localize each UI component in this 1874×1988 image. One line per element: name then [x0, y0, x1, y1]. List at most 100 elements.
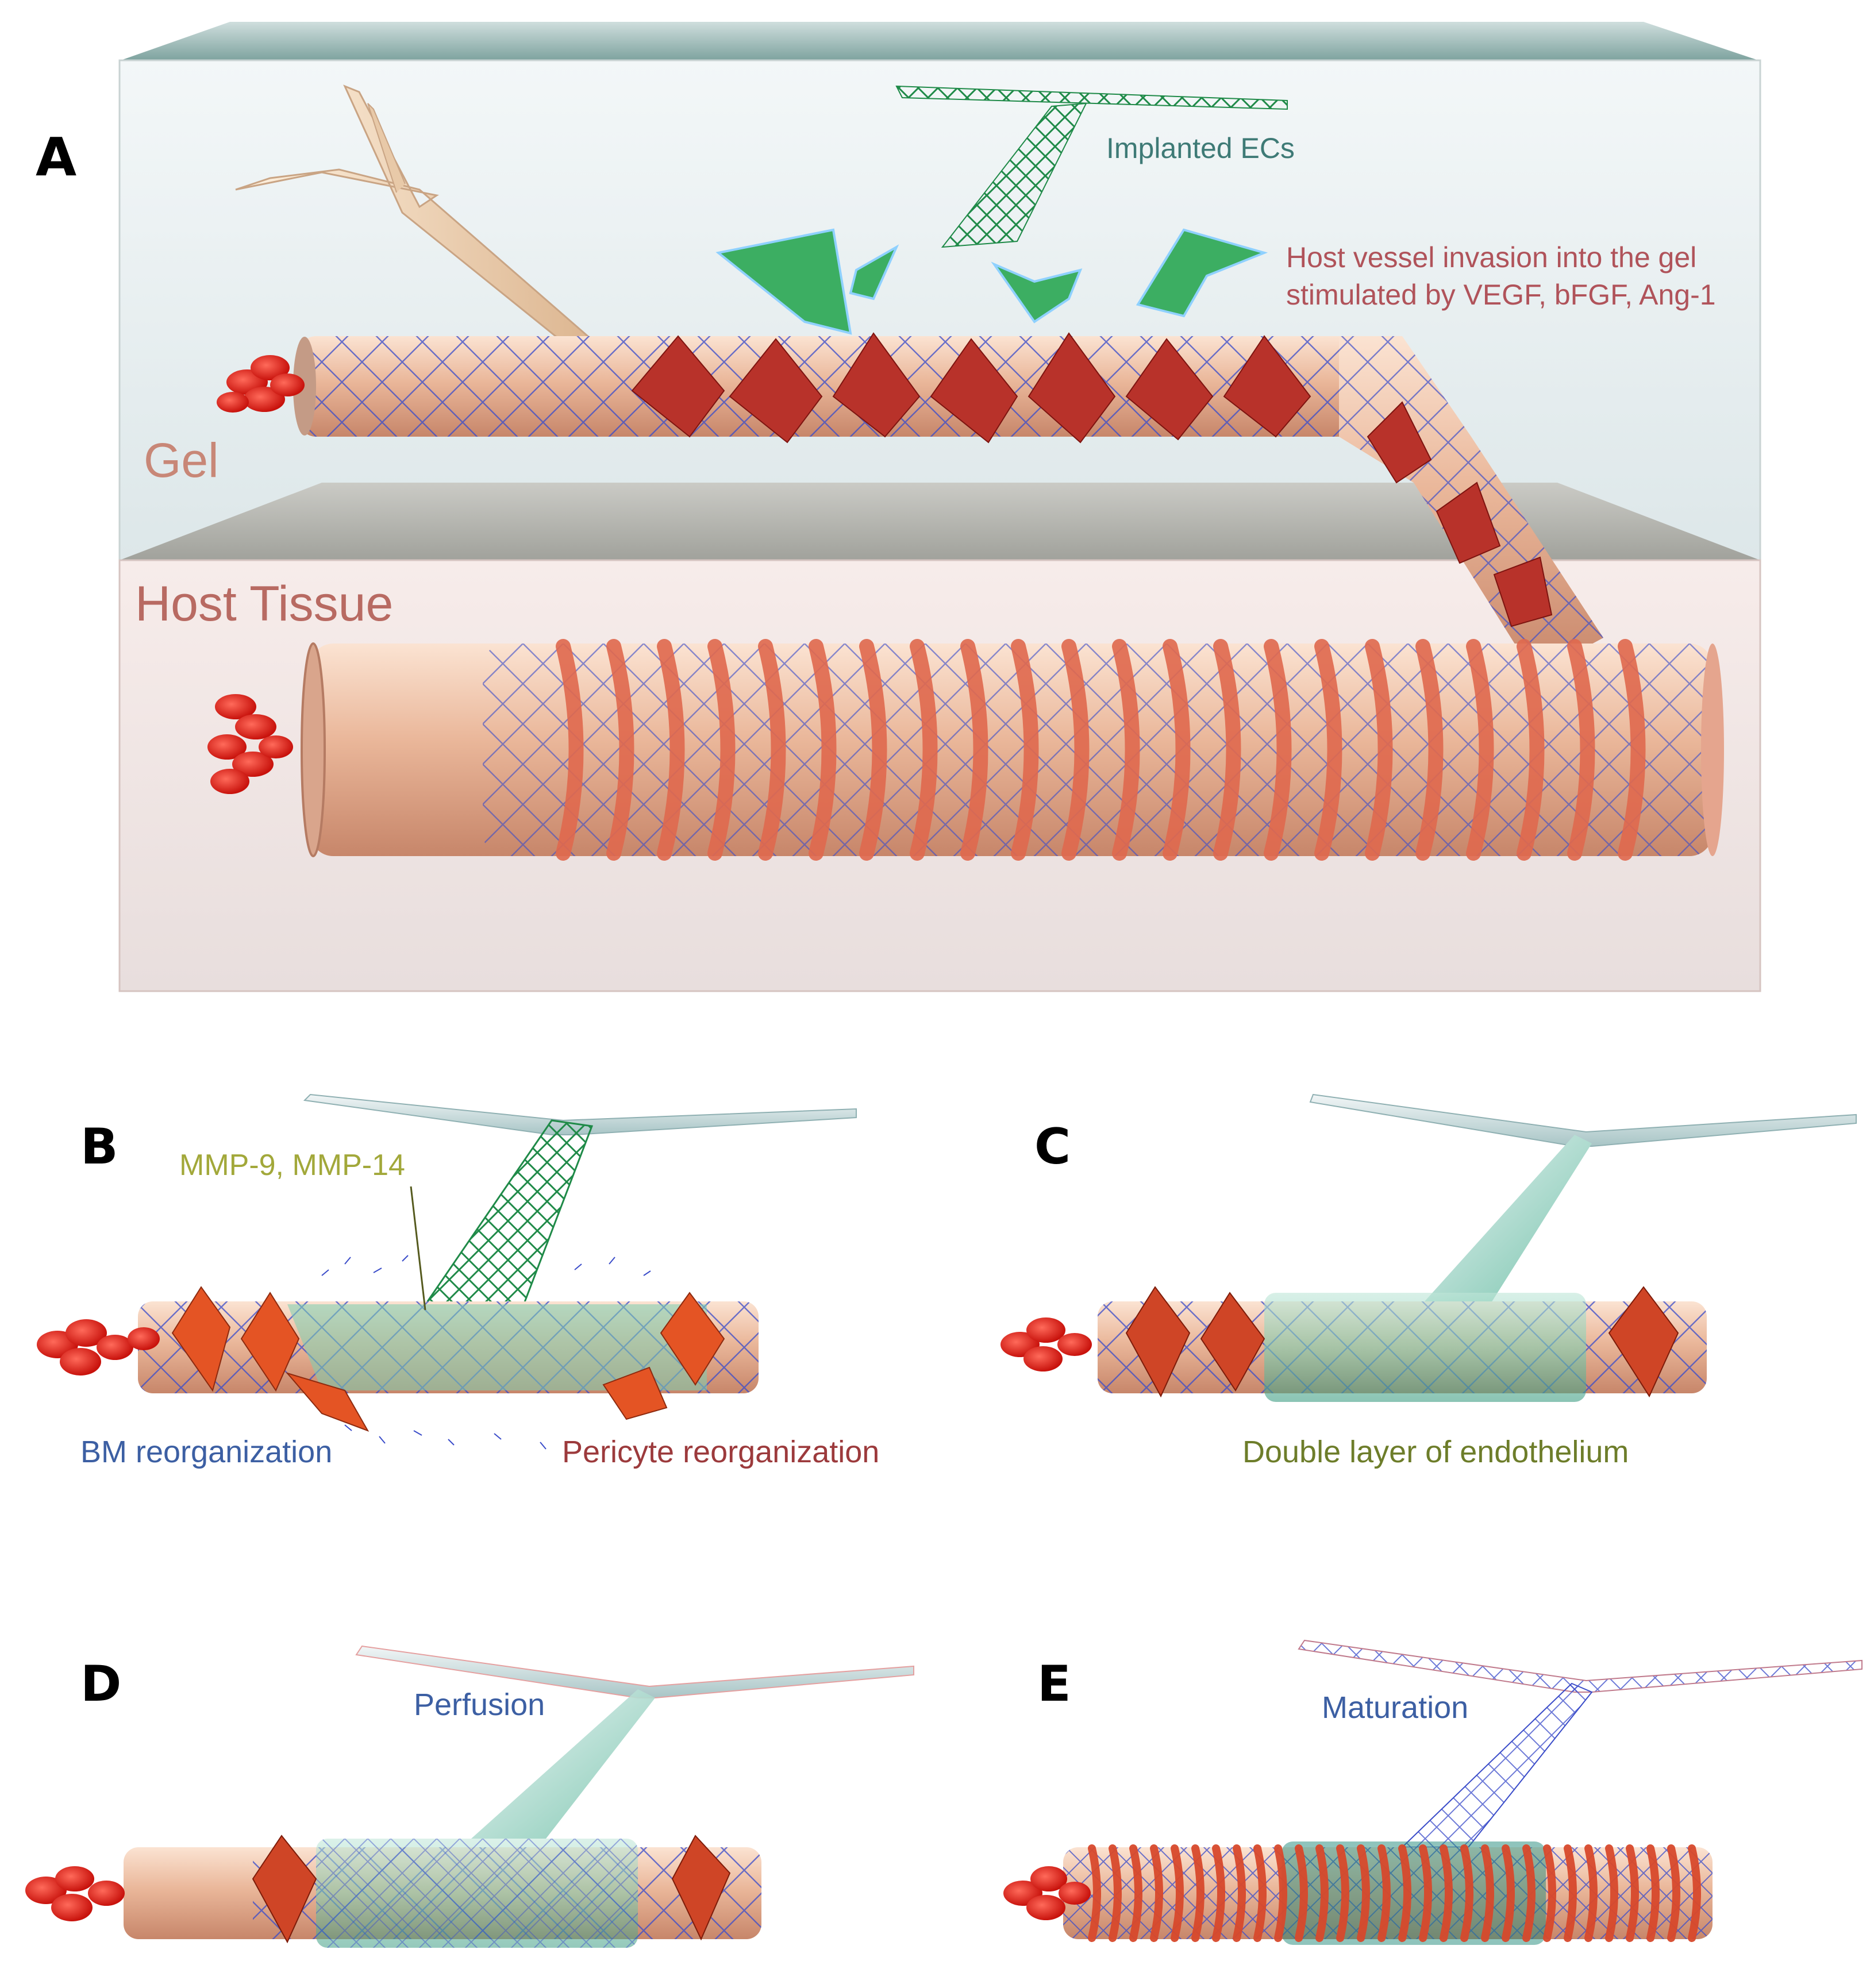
red-blood-cells-host	[207, 694, 293, 794]
red-blood-cells-b	[37, 1319, 160, 1376]
ring-cell	[1112, 639, 1140, 861]
smooth-muscle-rings-e	[1088, 1844, 1701, 1942]
ring-cell	[1191, 1844, 1205, 1942]
pericytes-b	[171, 1286, 725, 1432]
host-tissue-top	[120, 483, 1760, 560]
panel-label-e: E	[1037, 1655, 1071, 1713]
ring-cell	[1440, 1844, 1453, 1942]
red-blood-cells-d	[25, 1866, 125, 1921]
invasion-label-line1: Host vessel invasion into the gel	[1286, 241, 1696, 273]
ring-cell	[657, 639, 685, 861]
ring-cell	[556, 639, 584, 861]
floating-ecs	[715, 228, 1268, 335]
ring-cell	[1626, 1844, 1639, 1942]
ring-cell	[1377, 1844, 1391, 1942]
ring-cell	[1365, 639, 1393, 861]
ring-cell	[1667, 1844, 1680, 1942]
branch-d	[355, 1645, 914, 1698]
branch-c	[1309, 1093, 1857, 1147]
implanted-ec-strand	[895, 85, 1288, 248]
ring-cell	[1564, 1844, 1577, 1942]
vessel-d	[124, 1839, 761, 1948]
ring-cell	[1336, 1844, 1349, 1942]
ring-cell	[1109, 1844, 1122, 1942]
ring-cell	[859, 639, 887, 861]
red-blood-cells-e	[1003, 1866, 1091, 1920]
ring-cell	[1466, 639, 1494, 861]
implanted-ecs-label: Implanted ECs	[1106, 132, 1295, 164]
ring-cell	[1163, 639, 1191, 861]
ring-cell	[1212, 1844, 1225, 1942]
ring-cell	[1618, 639, 1646, 861]
bm-reorganization-label: BM reorganization	[80, 1435, 332, 1469]
host-sprout	[235, 84, 599, 375]
ring-cell	[1314, 639, 1342, 861]
ec-sprout-b	[412, 1119, 594, 1323]
ring-cell	[1481, 1844, 1494, 1942]
ring-cell	[1213, 639, 1241, 861]
maturation-label: Maturation	[1322, 1690, 1468, 1725]
descending-branch-d	[471, 1689, 655, 1839]
ring-cell	[1584, 1844, 1598, 1942]
panel-d: D Perfusion	[25, 1645, 914, 1948]
panel-b: B	[37, 1093, 879, 1469]
ring-cell	[1264, 639, 1292, 861]
invasion-label-line2: stimulated by VEGF, bFGF, Ang-1	[1286, 279, 1716, 311]
ring-cell	[707, 639, 736, 861]
pericytes-d	[252, 1835, 731, 1944]
smooth-muscle-rings	[556, 639, 1646, 861]
ring-cell	[1171, 1844, 1184, 1942]
panel-label-a: A	[36, 126, 76, 188]
pericytes-gel	[631, 332, 1553, 627]
branch-e	[1298, 1639, 1863, 1693]
descending-branch-c	[1419, 1135, 1592, 1307]
gel-label: Gel	[144, 433, 219, 487]
bm-mesh-scatter	[321, 1255, 651, 1450]
mmp-pointer	[410, 1186, 426, 1311]
ring-cell	[1150, 1844, 1163, 1942]
pericyte-reorganization-label: Pericyte reorganization	[562, 1435, 879, 1469]
ring-cell	[1233, 1844, 1246, 1942]
ring-cell	[1357, 1844, 1370, 1942]
ring-cell	[1522, 1844, 1536, 1942]
ring-cell	[1567, 639, 1595, 861]
branch-b	[303, 1093, 857, 1135]
mmp-label: MMP-9, MMP-14	[179, 1149, 405, 1182]
ring-cell	[1315, 1844, 1329, 1942]
panel-c: C Double layer of endothelium	[1001, 1093, 1857, 1469]
ring-cell	[1646, 1844, 1660, 1942]
double-layer-label: Double layer of endothelium	[1242, 1435, 1629, 1469]
vessel-b	[138, 1301, 759, 1393]
ring-cell	[1129, 1844, 1142, 1942]
ring-cell	[1253, 1844, 1267, 1942]
panel-e: E Maturation	[1003, 1639, 1863, 1945]
panel-label-c: C	[1034, 1118, 1071, 1176]
ring-cell	[1061, 639, 1090, 861]
ring-cell	[1605, 1844, 1618, 1942]
red-blood-cells-c	[1001, 1317, 1092, 1371]
ring-cell	[1295, 1844, 1308, 1942]
red-blood-cells-gel	[217, 355, 305, 413]
ring-cell	[1543, 1844, 1556, 1942]
ring-cell	[910, 639, 938, 861]
ring-cell	[1274, 1844, 1287, 1942]
host-vessel	[301, 642, 1724, 857]
pericytes-c	[1125, 1286, 1679, 1398]
ring-cell	[606, 639, 634, 861]
ring-cell	[758, 639, 786, 861]
host-tissue-label: Host Tissue	[135, 576, 393, 631]
panel-a: A	[36, 22, 1761, 992]
ring-cell	[1088, 1844, 1101, 1942]
ring-cell	[1688, 1844, 1701, 1942]
panel-label-d: D	[80, 1655, 121, 1713]
perfusion-label: Perfusion	[414, 1688, 545, 1722]
ring-cell	[1502, 1844, 1515, 1942]
ring-cell	[1011, 639, 1039, 861]
ring-cell	[1415, 639, 1444, 861]
ring-cell	[1460, 1844, 1473, 1942]
ring-cell	[809, 639, 837, 861]
gel-box-top	[121, 22, 1758, 60]
panel-label-b: B	[80, 1118, 118, 1176]
ring-cell	[1517, 639, 1545, 861]
